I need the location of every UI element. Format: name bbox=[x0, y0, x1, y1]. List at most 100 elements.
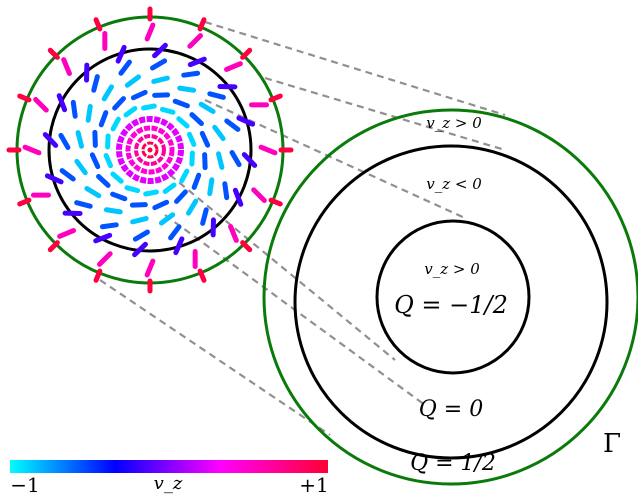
rod-r6-12 bbox=[176, 116, 190, 129]
rod-r1-5 bbox=[97, 251, 113, 267]
rod-r0-2 bbox=[240, 240, 253, 253]
outer-charge-label: Q = 1/2 bbox=[410, 451, 496, 476]
rod-r5-10 bbox=[112, 96, 126, 111]
rod-r5-2 bbox=[174, 189, 188, 204]
rod-r0-7 bbox=[17, 197, 32, 207]
boundary-circle-gamma bbox=[262, 108, 638, 486]
rod-r3-9 bbox=[70, 99, 78, 119]
rod-r3-7 bbox=[59, 168, 76, 182]
rod-r4-5 bbox=[103, 207, 123, 215]
rod-r1-14 bbox=[224, 61, 243, 72]
rod-r3-8 bbox=[58, 132, 71, 150]
rod-r4-9 bbox=[85, 103, 93, 123]
rod-r3-5 bbox=[99, 222, 119, 230]
rod-r2-13 bbox=[187, 56, 207, 68]
rod-r0-1 bbox=[268, 197, 283, 207]
rod-r1-6 bbox=[57, 228, 76, 239]
rod-r6-6 bbox=[103, 153, 113, 169]
middle-region-circle bbox=[293, 144, 609, 460]
rod-r2-5 bbox=[93, 232, 113, 244]
rod-r3-0 bbox=[229, 150, 242, 168]
inner-region-circle bbox=[375, 219, 531, 375]
rod-r1-13 bbox=[187, 33, 203, 49]
rod-r6-1 bbox=[179, 168, 190, 184]
rod-r3-3 bbox=[168, 224, 182, 241]
rod-r4-6 bbox=[84, 186, 102, 199]
rod-r3-15 bbox=[224, 118, 241, 132]
rod-r0-15 bbox=[268, 93, 283, 103]
rod-r2-3 bbox=[173, 236, 185, 256]
rod-r3-14 bbox=[207, 91, 226, 100]
rod-r2-0 bbox=[241, 152, 258, 168]
rod-r2-11 bbox=[115, 44, 127, 64]
rod-r5-9 bbox=[98, 110, 109, 128]
small-disk-texture bbox=[6, 6, 294, 294]
rod-r1-1 bbox=[251, 187, 267, 203]
rod-r1-12 bbox=[144, 22, 156, 42]
rod-r5-7 bbox=[89, 152, 101, 170]
outer-vz-label: v_z > 0 bbox=[426, 114, 482, 132]
rod-r6-13 bbox=[187, 131, 197, 147]
rod-r6-2 bbox=[162, 182, 177, 195]
rod-r6-5 bbox=[110, 171, 124, 184]
colorbar-max-label: +1 bbox=[299, 473, 328, 495]
rod-r4-8 bbox=[75, 130, 84, 149]
rod-r0-11 bbox=[93, 17, 103, 32]
middle-charge-label: Q = 0 bbox=[419, 397, 483, 422]
colorbar-min-label: −1 bbox=[10, 473, 39, 495]
rod-r6-11 bbox=[159, 106, 176, 115]
rod-r3-2 bbox=[200, 207, 209, 226]
rod-r5-13 bbox=[172, 98, 190, 109]
rod-r5-6 bbox=[96, 174, 111, 188]
middle-vz-label: v_z < 0 bbox=[426, 175, 482, 193]
rod-r0-5 bbox=[93, 268, 103, 283]
rod-r6-3 bbox=[143, 189, 159, 197]
rod-r6-10 bbox=[141, 103, 157, 111]
rod-r4-10 bbox=[101, 84, 114, 102]
rod-r1-10 bbox=[61, 57, 72, 76]
rod-r3-6 bbox=[74, 200, 93, 209]
rod-r4-0 bbox=[216, 151, 225, 170]
core-ring-0 bbox=[116, 116, 184, 184]
rod-r5-11 bbox=[130, 89, 148, 101]
rod-r5-15 bbox=[199, 130, 211, 148]
dash-line-4 bbox=[169, 174, 396, 361]
rod-r3-4 bbox=[132, 229, 150, 242]
rod-r0-13 bbox=[197, 17, 207, 32]
rod-r6-8 bbox=[110, 116, 121, 132]
rod-r5-5 bbox=[110, 191, 128, 202]
zoomed-disk bbox=[262, 108, 638, 486]
rod-r4-2 bbox=[186, 198, 199, 216]
rod-r4-13 bbox=[177, 85, 197, 93]
rod-r4-3 bbox=[158, 212, 176, 226]
rod-r4-7 bbox=[74, 158, 88, 176]
colorbar-mid-label: v_z bbox=[154, 473, 183, 494]
rod-r1-9 bbox=[33, 97, 49, 113]
core-ring-3 bbox=[141, 141, 159, 159]
rod-r4-14 bbox=[198, 101, 216, 114]
domain-gamma-label: Γ bbox=[603, 429, 621, 459]
core-center-dot bbox=[147, 147, 153, 153]
rod-r3-11 bbox=[118, 59, 132, 76]
dash-line-6 bbox=[99, 279, 331, 436]
rod-r0-6 bbox=[47, 240, 60, 253]
rod-r5-3 bbox=[152, 199, 170, 211]
rod-r6-9 bbox=[123, 105, 138, 118]
director-rods bbox=[6, 6, 294, 294]
rod-r2-8 bbox=[42, 132, 59, 148]
rod-r4-4 bbox=[130, 216, 149, 225]
rod-r4-12 bbox=[151, 75, 170, 84]
rod-r2-7 bbox=[44, 173, 64, 185]
rod-r2-1 bbox=[232, 187, 244, 207]
rod-r5-14 bbox=[189, 112, 204, 126]
rod-r1-0 bbox=[258, 144, 278, 156]
rod-r1-8 bbox=[22, 144, 42, 156]
core-ring-1 bbox=[125, 125, 175, 175]
rod-r4-1 bbox=[207, 177, 215, 197]
rod-r3-1 bbox=[222, 181, 230, 201]
dash-line-2 bbox=[264, 76, 506, 152]
rod-r2-4 bbox=[132, 241, 148, 258]
rod-r3-13 bbox=[181, 70, 201, 78]
rod-r6-4 bbox=[124, 185, 141, 194]
